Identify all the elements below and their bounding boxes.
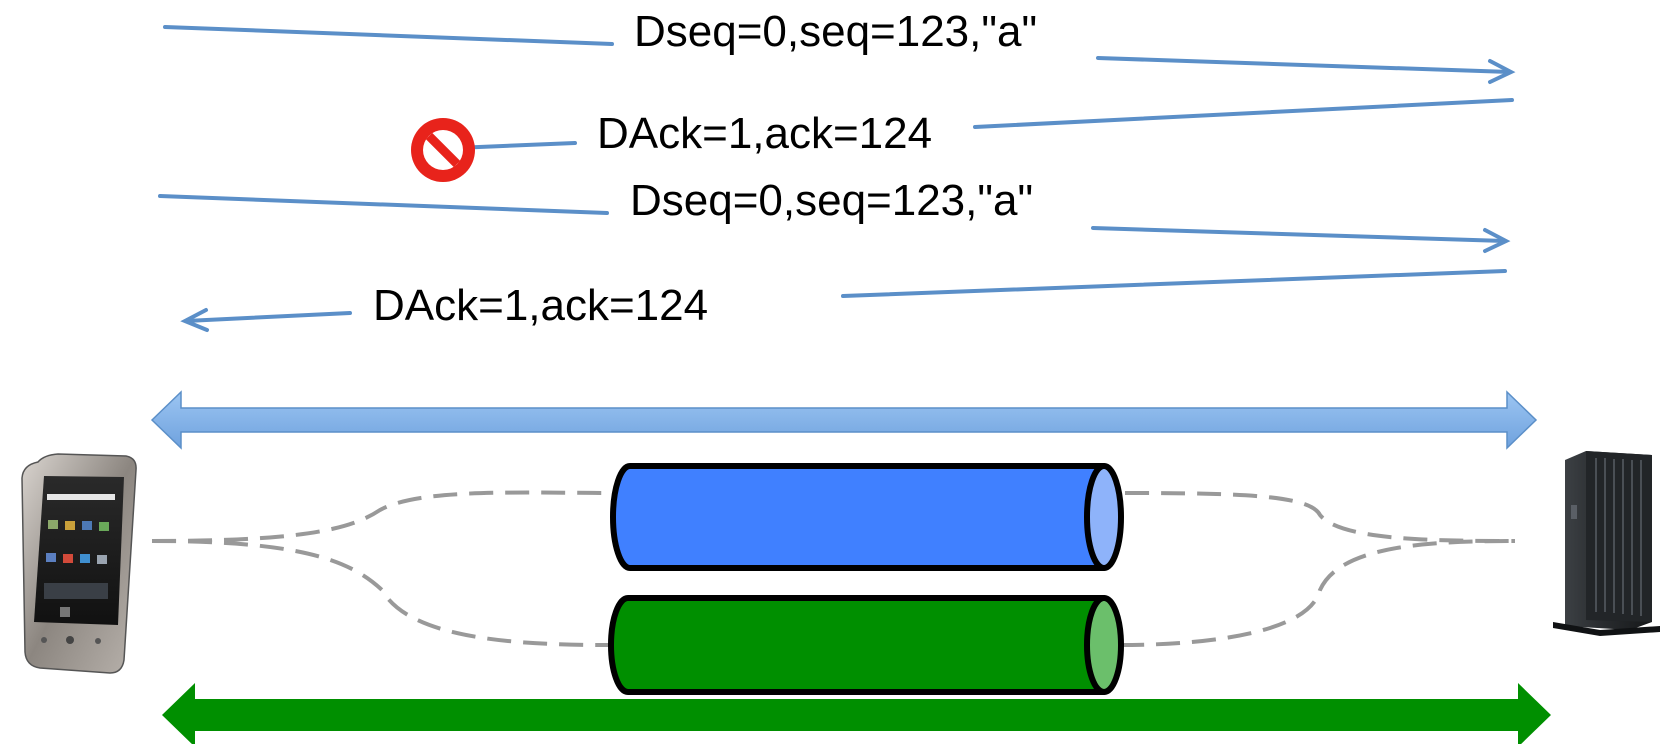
- connection-arrow-green: [162, 683, 1551, 744]
- message-3-arrow: [158, 194, 1511, 253]
- connection-arrow-blue: [150, 390, 1538, 450]
- message-1-arrow: [163, 25, 1516, 84]
- smartphone-icon: [21, 453, 137, 674]
- prohibited-icon: [411, 118, 475, 182]
- message-3-label: Dseq=0,seq=123,"a": [630, 176, 1034, 225]
- message-4-label: DAck=1,ack=124: [373, 281, 709, 330]
- subflow-tube-blue: [610, 463, 1124, 571]
- subflow-tube-green: [608, 595, 1124, 695]
- message-2-label: DAck=1,ack=124: [597, 109, 933, 158]
- tower-server-icon: [1553, 451, 1660, 636]
- message-4-arrow: [180, 269, 1507, 332]
- subflow-paths: [151, 490, 1516, 647]
- message-2-arrow: [453, 98, 1514, 150]
- message-1-label: Dseq=0,seq=123,"a": [634, 7, 1038, 56]
